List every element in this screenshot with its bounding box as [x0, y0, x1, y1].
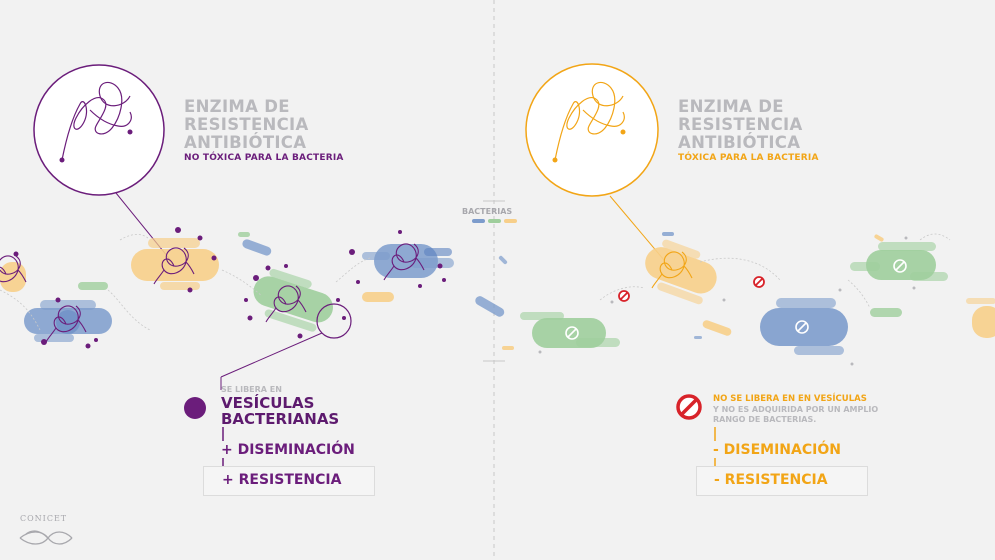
prohibited-marker-icon — [618, 290, 630, 302]
conicet-logo-icon — [19, 530, 73, 545]
prohibited-marker-icon — [753, 276, 765, 288]
left-resistance-box: + RESISTENCIA — [203, 466, 375, 496]
vesicle-dots-left — [13, 227, 446, 349]
right-subtitle: TÓXICA PARA LA BACTERIA — [678, 153, 819, 163]
bacteria-blue-3 — [760, 298, 848, 355]
bacteria-blue-2 — [362, 243, 454, 281]
right-effect-dissemination: - DISEMINACIÓN — [713, 442, 841, 458]
right-magnifier-circle — [525, 63, 659, 197]
left-magnifier-circle — [33, 64, 165, 196]
bacteria-label: BACTERIAS — [462, 207, 513, 216]
right-title-line-2: RESISTENCIA — [678, 115, 803, 134]
left-effect-resistance: + RESISTENCIA — [222, 472, 342, 488]
left-release-big-1: VESÍCULAS — [221, 394, 315, 412]
right-note-line-3: RANGO DE BACTERIAS. — [713, 415, 817, 424]
bacteria-blue-1 — [24, 300, 112, 343]
prohibited-icon — [676, 394, 702, 420]
right-title-line-1: ENZIMA DE — [678, 97, 784, 116]
bacteria-green-1 — [253, 268, 333, 332]
left-title-line-3: ANTIBIÓTICA — [184, 133, 307, 152]
left-enzyme-icon — [61, 81, 132, 161]
right-title-line-3: ANTIBIÓTICA — [678, 133, 801, 152]
left-title-line-1: ENZIMA DE — [184, 97, 290, 116]
bacteria-yellow-2 — [0, 255, 27, 293]
right-effect-resistance: - RESISTENCIA — [714, 472, 828, 488]
right-note-line-1: NO SE LIBERA EN EN VESÍCULAS — [713, 394, 867, 404]
purple-dot-icon — [184, 397, 206, 419]
bacteria-yellow-4 — [966, 298, 995, 338]
conicet-logo-text: CONICET — [20, 514, 68, 523]
bacteria-green-3 — [850, 242, 948, 281]
left-release-big-2: BACTERIANAS — [221, 410, 340, 428]
right-enzyme-icon — [554, 81, 625, 161]
right-note-line-2: Y NO ES ADQUIRIDA POR UN AMPLIO — [713, 405, 879, 414]
bacteria-green-2 — [520, 312, 620, 348]
left-effect-dissemination: + DISEMINACIÓN — [221, 442, 355, 458]
right-resistance-box: - RESISTENCIA — [696, 466, 868, 496]
bacteria-legend-icon — [472, 219, 517, 223]
left-subtitle: NO TÓXICA PARA LA BACTERIA — [184, 153, 344, 163]
left-release-small: SE LIBERA EN — [221, 385, 282, 394]
left-vesicle-zoom-circle — [316, 303, 352, 339]
left-title-line-2: RESISTENCIA — [184, 115, 309, 134]
bacteria-yellow-1 — [131, 238, 219, 290]
bacteria-yellow-3 — [645, 239, 717, 305]
